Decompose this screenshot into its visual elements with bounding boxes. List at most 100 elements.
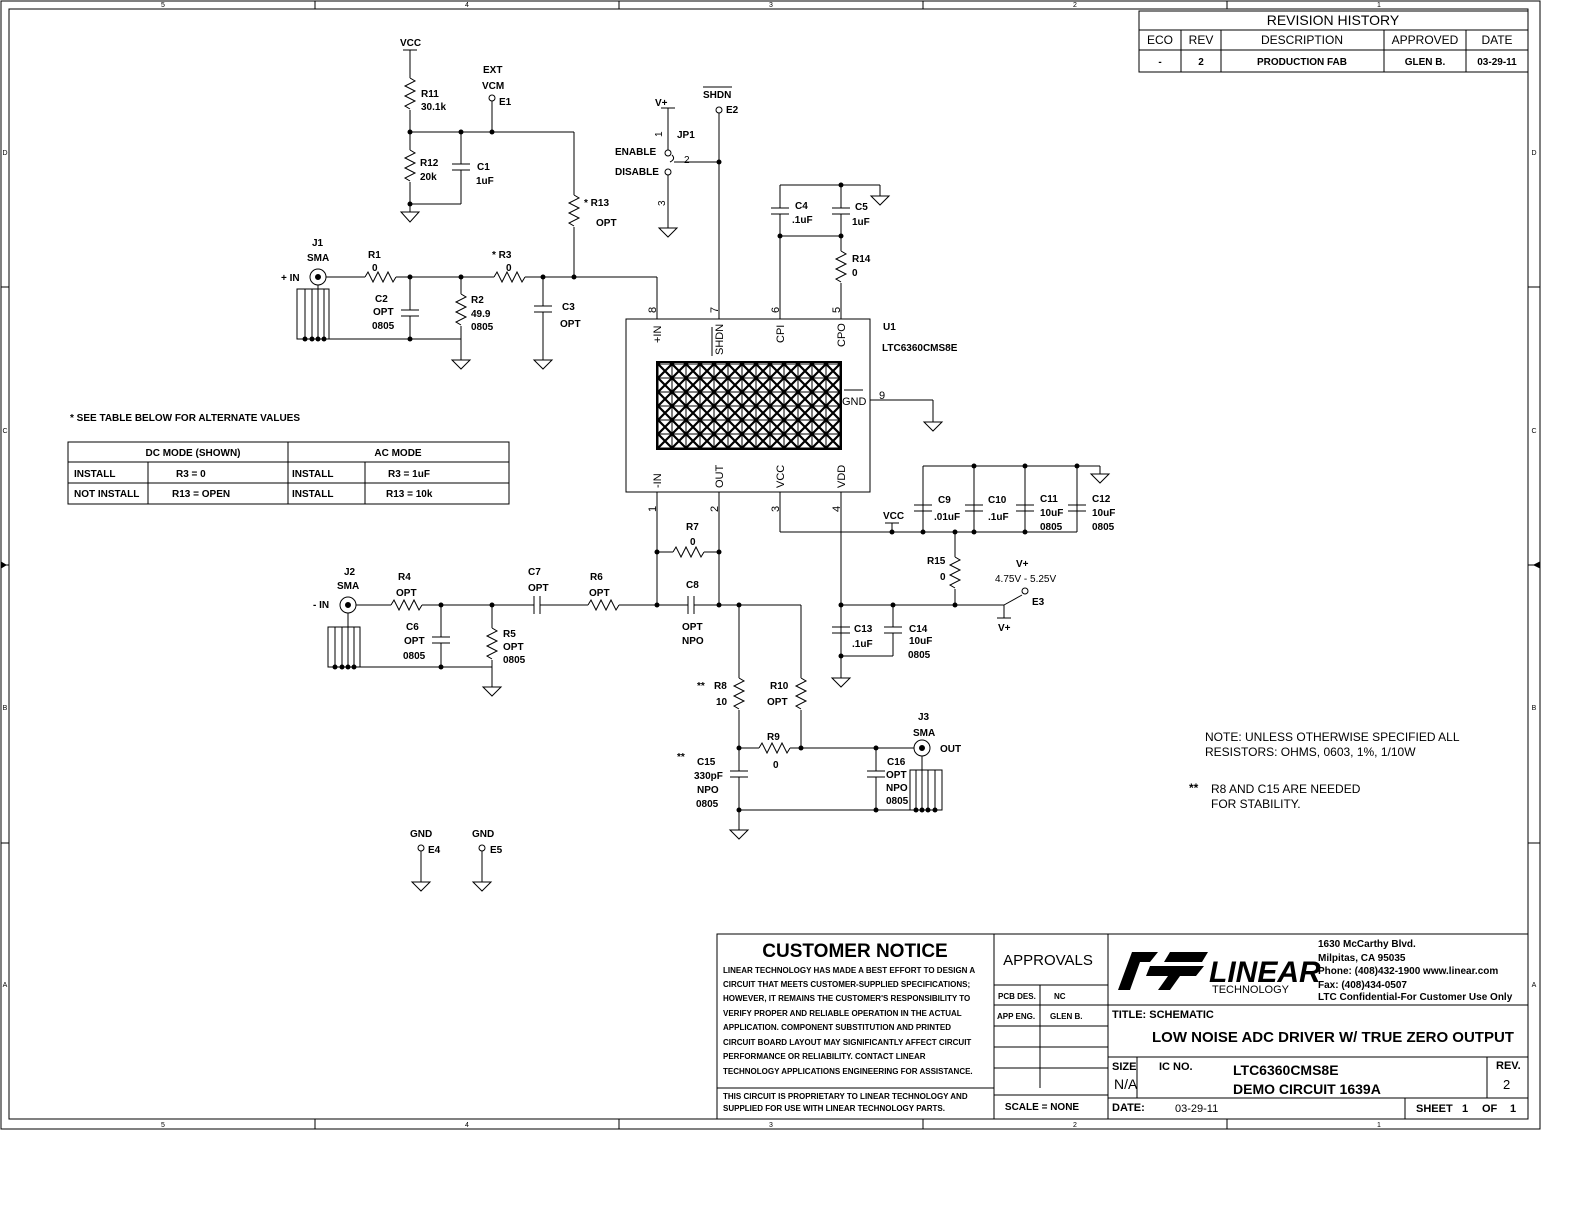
notice-line-4: VERIFY PROPER AND RELIABLE OPERATION IN … (723, 1009, 962, 1018)
address-line-5: LTC Confidential-For Customer Use Only (1318, 992, 1513, 1003)
e3-label: E3 (1032, 597, 1045, 608)
address-line-4: Fax: (408)434-0507 (1318, 980, 1407, 991)
alt-row1-dc-action: INSTALL (74, 469, 115, 480)
zone-row-d: D (2, 150, 7, 157)
u1-pin-num-2: 2 (709, 506, 721, 512)
r4-resistor (390, 598, 423, 612)
shdn-label: SHDN (703, 90, 731, 101)
alt-row2-dc-action: NOT INSTALL (74, 489, 139, 500)
plus-in-label: + IN (281, 273, 300, 284)
r3-resistor (493, 270, 526, 284)
c9-value: .01uF (934, 512, 960, 523)
ground-supply (1089, 473, 1111, 484)
alt-dc-header: DC MODE (SHOWN) (146, 448, 241, 459)
u1-ic-body (625, 318, 944, 493)
r8-resistor (732, 677, 746, 710)
alt-ac-header: AC MODE (374, 448, 422, 459)
r2-package: 0805 (471, 322, 494, 333)
lt-logo-icon (1118, 952, 1208, 990)
supply-decoupling-network (779, 465, 1111, 688)
stability-note-1: R8 AND C15 ARE NEEDED (1211, 782, 1361, 796)
enable-label: ENABLE (615, 147, 656, 158)
zone-row-b: B (3, 705, 8, 712)
revision-history-title: REVISION HISTORY (1267, 12, 1400, 28)
r8-label: R8 (714, 681, 727, 692)
proprietary-line-1: THIS CIRCUIT IS PROPRIETARY TO LINEAR TE… (723, 1092, 968, 1101)
u1-pin-gnd: GND (842, 396, 867, 408)
c11-label: C11 (1040, 494, 1058, 505)
r6-label: R6 (590, 572, 603, 583)
of-label: OF (1482, 1103, 1498, 1115)
r3-value: 0 (506, 263, 512, 274)
c13-label: C13 (854, 624, 873, 635)
c11-value: 10uF (1040, 508, 1063, 519)
notice-line-1: LINEAR TECHNOLOGY HAS MADE A BEST EFFORT… (723, 966, 975, 975)
note-line-1: NOTE: UNLESS OTHERWISE SPECIFIED ALL (1205, 730, 1460, 744)
u1-pin-minus-in: -IN (652, 473, 664, 488)
r8-value: 10 (716, 697, 728, 708)
zone-col-3-bottom: 3 (769, 1122, 773, 1129)
date-label: DATE: (1112, 1102, 1145, 1114)
r13-value: OPT (596, 218, 617, 229)
ground-r12 (399, 211, 421, 223)
output-network (718, 552, 943, 840)
u1-pin-num-4: 4 (831, 506, 843, 512)
r3-label: * R3 (492, 250, 512, 261)
zone-col-3: 3 (769, 2, 773, 9)
r14-label: R14 (852, 254, 871, 265)
u1-pin-out: OUT (714, 465, 726, 489)
r15-value: 0 (940, 572, 946, 583)
r13-label: * R13 (584, 198, 609, 209)
rev-row-rev: 2 (1198, 57, 1204, 68)
notice-line-6: CIRCUIT BOARD LAYOUT MAY SIGNIFICANTLY A… (723, 1038, 971, 1047)
alt-row1-ac-action: INSTALL (292, 469, 333, 480)
minus-in-label: - IN (313, 600, 329, 611)
ground-c13 (830, 677, 852, 688)
ground-c15 (728, 829, 750, 840)
c3-label: C3 (562, 302, 575, 313)
ic-no-value: LTC6360CMS8E (1233, 1062, 1339, 1078)
alt-row1-ac-value: R3 = 1uF (388, 469, 430, 480)
proprietary-line-2: SUPPLIED FOR USE WITH LINEAR TECHNOLOGY … (723, 1104, 945, 1113)
r11-resistor (403, 77, 417, 110)
u1-pin-shdn: SHDN (714, 324, 726, 355)
u1-pin-num-5: 5 (831, 307, 843, 313)
e5-label: E5 (490, 845, 503, 856)
e2-label: E2 (726, 105, 739, 116)
r6-resistor (587, 598, 620, 612)
u1-label: U1 (883, 322, 896, 333)
zone-col-5: 5 (161, 2, 165, 9)
ext-label: EXT (483, 65, 502, 76)
r5-resistor (485, 627, 499, 660)
minus-input-network (327, 492, 801, 697)
zone-col-2: 2 (1073, 2, 1077, 9)
ground-u1-gnd (922, 421, 944, 432)
r6-value: OPT (589, 588, 610, 599)
r15-label: R15 (927, 556, 946, 567)
r13-resistor (567, 194, 581, 227)
approvals-title: APPROVALS (1003, 952, 1093, 969)
c6-value: OPT (404, 636, 425, 647)
u1-pin-plus-in: +IN (652, 326, 664, 343)
c11-package: 0805 (1040, 522, 1063, 533)
junction-dots (302, 129, 1080, 813)
size-label: SIZE (1112, 1061, 1136, 1073)
zone-row-a: A (3, 982, 8, 989)
zone-row-d-right: D (1531, 150, 1536, 157)
zone-col-5-bottom: 5 (161, 1122, 165, 1129)
u1-pin-vdd: VDD (836, 465, 848, 488)
u1-pin-num-1: 1 (647, 506, 659, 512)
sheet-number: 1 (1462, 1103, 1468, 1115)
demo-circuit: DEMO CIRCUIT 1639A (1233, 1081, 1381, 1097)
alt-row2-dc-value: R13 = OPEN (172, 489, 230, 500)
zone-row-b-right: B (1532, 705, 1537, 712)
ground-e4 (410, 881, 432, 892)
stability-note-2: FOR STABILITY. (1211, 797, 1301, 811)
charge-pump-network (771, 184, 891, 319)
c16-label: C16 (887, 757, 906, 768)
address-line-2: Milpitas, CA 95035 (1318, 953, 1406, 964)
r11-value: 30.1k (421, 102, 446, 113)
rev-label: REV. (1496, 1060, 1521, 1072)
logo-name: LINEAR (1209, 956, 1321, 989)
